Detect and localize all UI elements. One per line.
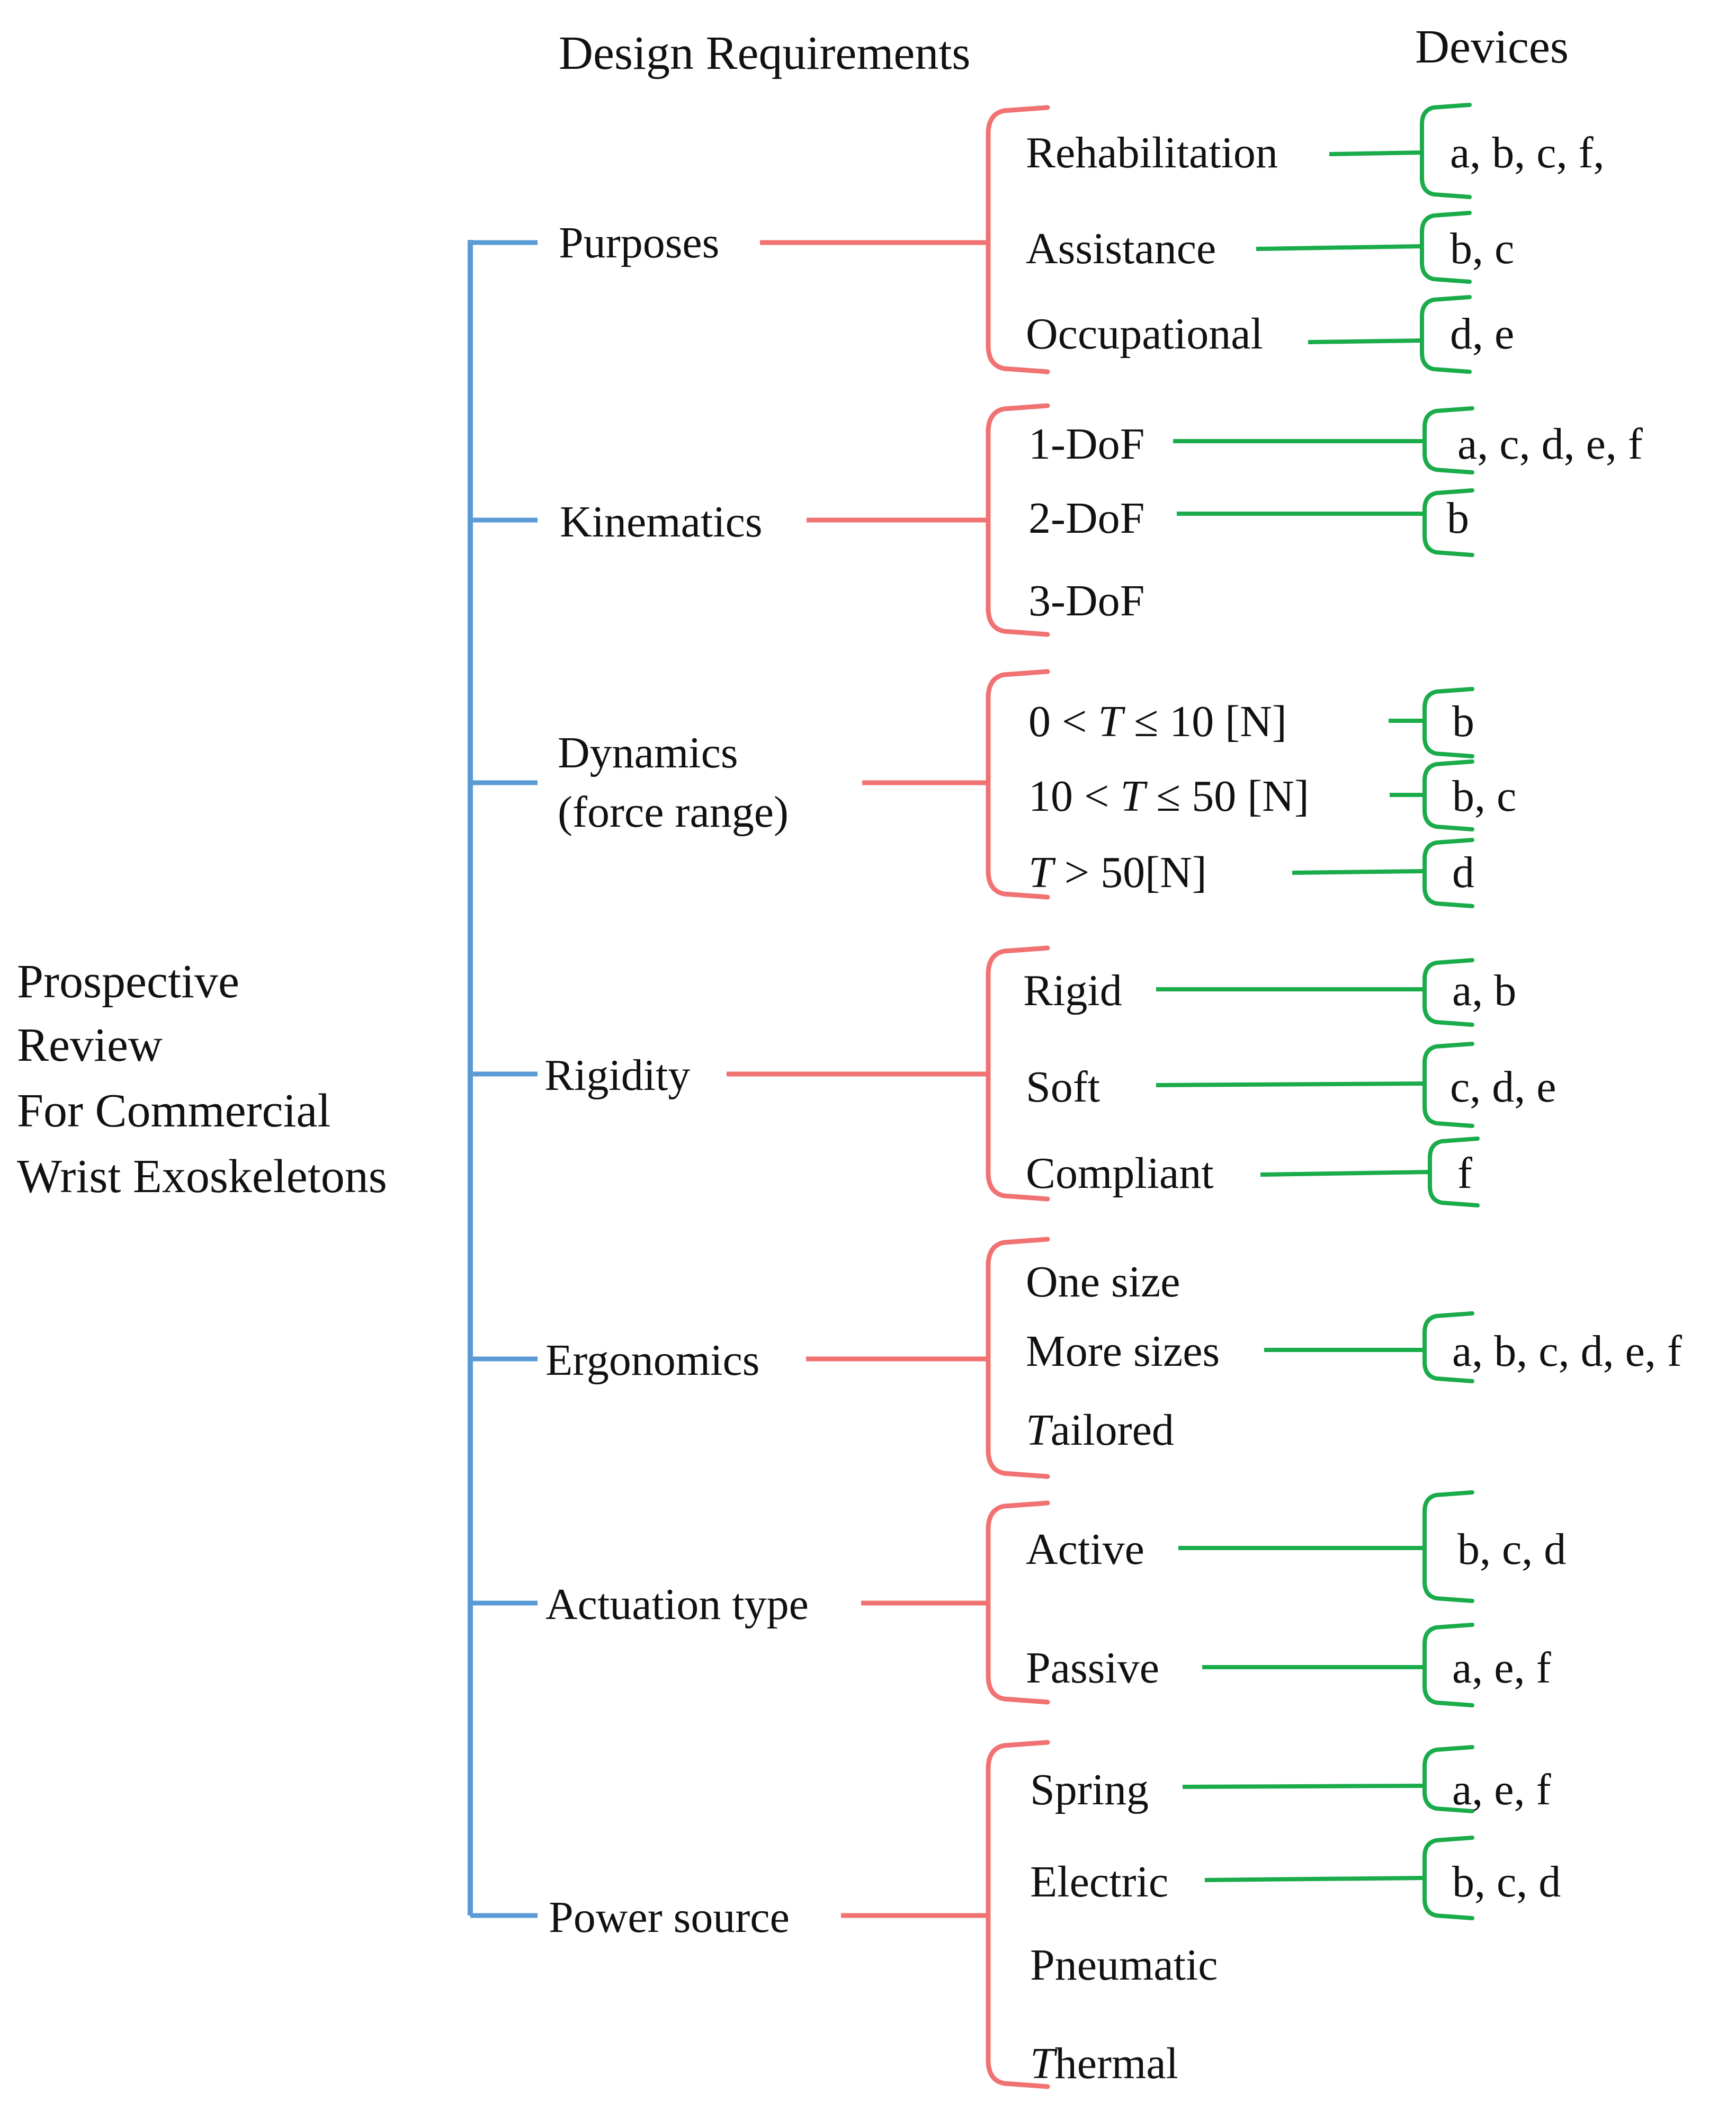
requirement-option: One size	[1026, 1257, 1180, 1306]
requirement-option: 10 < T ≤ 50 [N]	[1028, 772, 1309, 821]
device-bracket	[1420, 103, 1472, 199]
category-group: Power source Spring a, e, f Electric b, c, d…	[470, 1740, 1561, 2089]
device-bracket	[1422, 687, 1474, 758]
category-label: Actuation type	[545, 1580, 809, 1629]
device-branch-line	[1308, 338, 1422, 344]
device-list: f	[1457, 1149, 1472, 1198]
category-bracket	[986, 945, 1050, 1202]
requirement-option: Active	[1026, 1525, 1144, 1574]
category-label: Purposes	[559, 218, 719, 267]
device-list: a, e, f	[1452, 1643, 1551, 1693]
device-branch-line	[1182, 1784, 1425, 1789]
requirement-option: T > 50[N]	[1028, 848, 1207, 897]
device-bracket	[1422, 1623, 1474, 1707]
device-bracket	[1422, 488, 1474, 557]
category-label: Power source	[549, 1893, 790, 1942]
category-bracket	[986, 1500, 1050, 1705]
requirement-option: Thermal	[1030, 2039, 1178, 2088]
category-bracket	[986, 105, 1050, 374]
device-branch-line	[1329, 150, 1422, 156]
device-bracket	[1420, 211, 1472, 284]
device-bracket	[1422, 1745, 1474, 1813]
category-group: Rigidity Rigid a, b Soft c, d, e Compliant f	[470, 945, 1556, 1207]
device-bracket	[1422, 838, 1474, 908]
category-bracket	[986, 1740, 1050, 2089]
device-list: b, c	[1452, 772, 1516, 821]
requirement-option: Pneumatic	[1030, 1940, 1218, 1990]
device-branch-line	[1156, 1081, 1425, 1087]
requirement-option: Spring	[1030, 1765, 1149, 1814]
category-label: (force range)	[558, 787, 789, 837]
device-bracket	[1420, 295, 1472, 374]
root-label-line: Wrist Exoskeletons	[17, 1150, 387, 1203]
device-list: b, c, d	[1457, 1525, 1566, 1574]
device-list: d	[1452, 848, 1474, 897]
device-list: a, c, d, e, f	[1457, 419, 1643, 469]
device-bracket	[1422, 1311, 1474, 1383]
category-group: Dynamics (force range) 0 < T ≤ 10 [N] b 10 <…	[470, 669, 1516, 908]
root-label-line: Prospective	[17, 955, 239, 1008]
device-list: a, b, c, f,	[1450, 128, 1605, 177]
device-bracket	[1422, 406, 1474, 475]
device-bracket	[1428, 1136, 1480, 1207]
device-bracket	[1422, 759, 1474, 831]
device-list: b	[1447, 494, 1469, 543]
root-label-line: For Commercial	[17, 1085, 330, 1137]
category-bracket	[986, 1237, 1050, 1479]
requirement-option: Tailored	[1026, 1406, 1174, 1455]
device-list: b, c, d	[1452, 1857, 1561, 1907]
requirement-option: Soft	[1026, 1062, 1100, 1112]
category-group: Purposes Rehabilitation a, b, c, f, Assista…	[470, 103, 1605, 374]
device-list: d, e	[1450, 309, 1514, 359]
category-label: Kinematics	[560, 497, 763, 547]
device-list: c, d, e	[1450, 1062, 1556, 1112]
device-branch-line	[1204, 1876, 1425, 1882]
requirement-option: 3-DoF	[1028, 576, 1144, 625]
category-label: Rigidity	[544, 1051, 690, 1100]
device-branch-line	[1260, 1170, 1430, 1177]
header-design-requirements: Design Requirements	[559, 27, 970, 79]
requirement-option: Rehabilitation	[1026, 128, 1278, 177]
device-branch-line	[1292, 869, 1425, 875]
device-bracket	[1422, 1042, 1474, 1128]
device-bracket	[1422, 1836, 1474, 1920]
category-bracket	[986, 403, 1050, 637]
requirement-option: Electric	[1030, 1857, 1168, 1907]
requirement-option: 2-DoF	[1028, 494, 1144, 543]
requirement-option: Compliant	[1026, 1149, 1214, 1198]
device-branch-line	[1256, 244, 1422, 251]
requirement-option: Assistance	[1026, 224, 1216, 273]
category-label: Dynamics	[558, 728, 738, 777]
category-bracket	[986, 669, 1050, 900]
requirement-option: Passive	[1026, 1643, 1159, 1693]
device-list: a, b, c, d, e, f	[1452, 1327, 1682, 1376]
root-label-line: Review	[17, 1019, 163, 1071]
root-label: Prospective Review For Commercial Wrist …	[17, 955, 387, 1203]
requirement-option: 0 < T ≤ 10 [N]	[1028, 697, 1287, 746]
header-devices: Devices	[1415, 21, 1569, 73]
requirement-option: 1-DoF	[1028, 419, 1144, 469]
device-bracket	[1422, 958, 1474, 1027]
requirement-option: Occupational	[1026, 309, 1263, 359]
category-label: Ergonomics	[545, 1336, 759, 1385]
category-group: Kinematics 1-DoF a, c, d, e, f 2-DoF b 3-DoF	[470, 403, 1643, 637]
device-list: a, b	[1452, 966, 1516, 1015]
device-list: a, e, f	[1452, 1765, 1551, 1814]
device-bracket	[1422, 1490, 1474, 1603]
requirement-option: More sizes	[1026, 1327, 1220, 1376]
requirement-option: Rigid	[1023, 966, 1122, 1015]
device-list: b, c	[1450, 224, 1514, 273]
device-list: b	[1452, 697, 1474, 746]
category-group: Actuation type Active b, c, d Passive a, e, …	[470, 1490, 1566, 1707]
